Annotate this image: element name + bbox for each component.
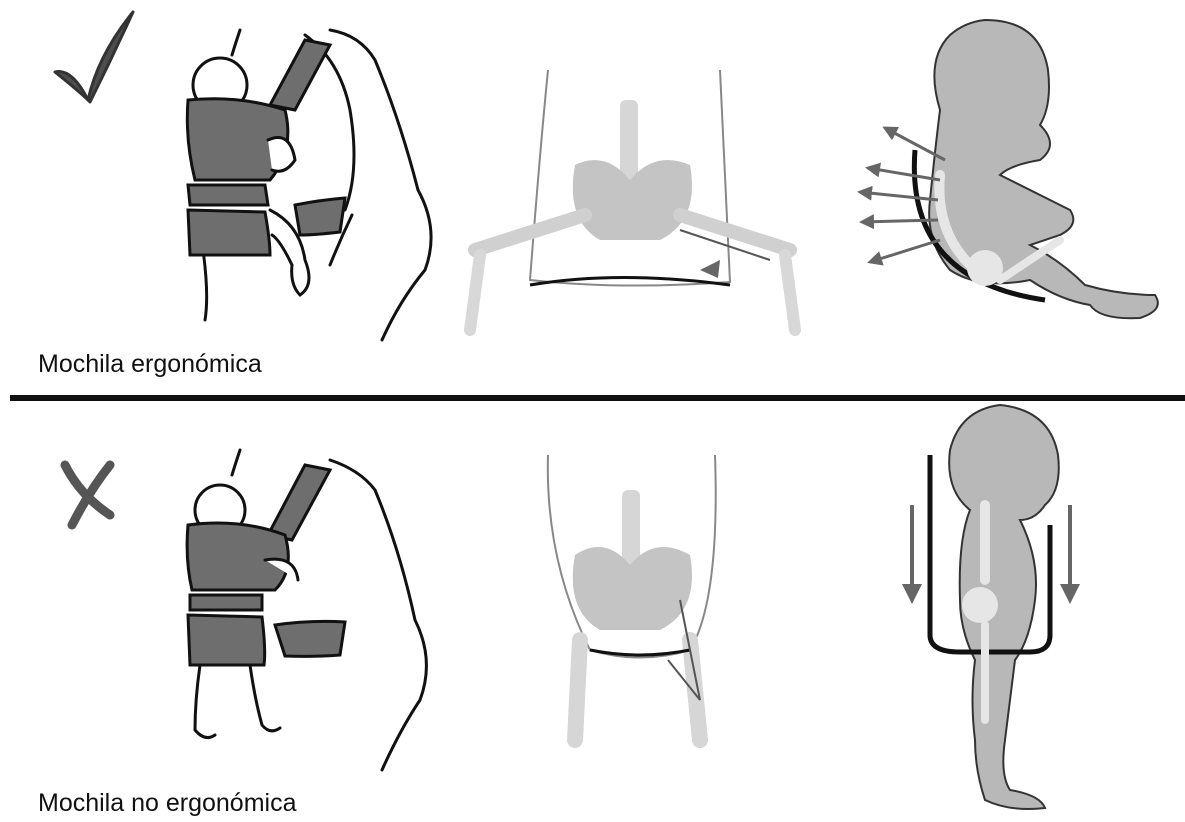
caption-non-ergonomic: Mochila no ergonómica xyxy=(38,789,297,817)
carrier-non-ergonomic-illustration xyxy=(187,450,426,770)
pelvis-spread-squat-illustration xyxy=(470,70,795,330)
baby-straight-spine-illustration xyxy=(912,405,1070,809)
carrier-ergonomic-illustration xyxy=(187,30,431,340)
cross-mark-icon xyxy=(65,465,110,525)
check-mark-icon xyxy=(55,12,133,102)
baby-c-curve-spine-illustration xyxy=(860,20,1158,318)
pelvis-hanging-legs-illustration xyxy=(548,455,716,740)
caption-ergonomic: Mochila ergonómica xyxy=(38,350,262,378)
